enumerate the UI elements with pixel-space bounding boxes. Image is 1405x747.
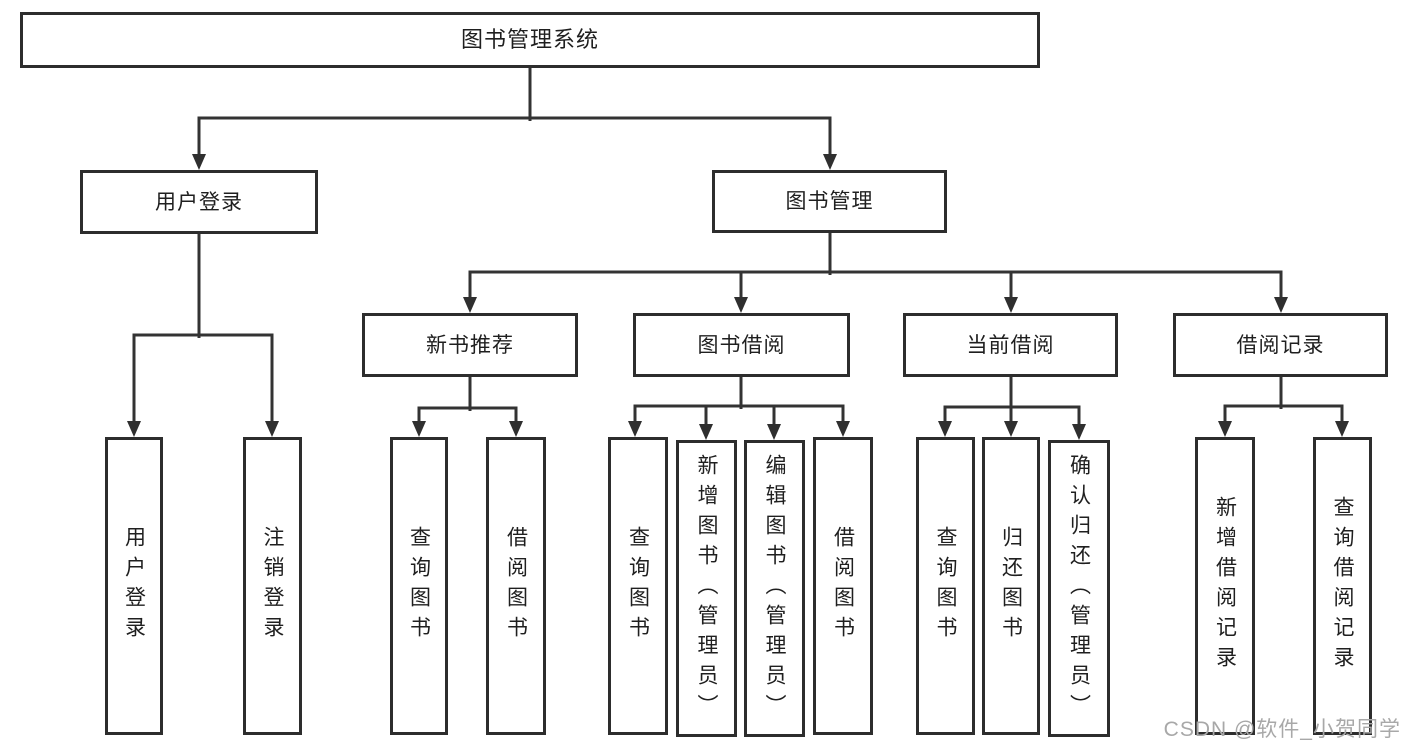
arrowhead-new-book-rec xyxy=(463,297,477,313)
connector-current-borrow-rail xyxy=(943,405,1081,425)
node-login: 用户登录 xyxy=(105,437,163,735)
arrowhead-nb-query xyxy=(412,421,426,437)
node-cb-confirm: 确认归还（管理员） xyxy=(1048,440,1110,737)
node-bb-edit: 编辑图书（管理员） xyxy=(744,440,805,737)
node-new-book-rec: 新书推荐 xyxy=(362,313,578,377)
arrowhead-cb-query xyxy=(938,421,952,437)
node-root: 图书管理系统 xyxy=(20,12,1040,68)
arrowhead-bb-borrow xyxy=(836,421,850,437)
node-nb-borrow: 借阅图书 xyxy=(486,437,546,735)
arrowhead-bb-add xyxy=(699,424,713,440)
connector-level2-rail xyxy=(197,116,832,158)
arrowhead-borrow-records xyxy=(1274,297,1288,313)
node-current-borrow: 当前借阅 xyxy=(903,313,1118,377)
arrowhead-cb-confirm xyxy=(1072,424,1086,440)
connector-user-login-rail xyxy=(132,333,274,425)
node-user-login: 用户登录 xyxy=(80,170,318,234)
connector-book-borrow-rail xyxy=(633,404,845,425)
arrowhead-book-mgmt xyxy=(823,154,837,170)
node-book-borrow: 图书借阅 xyxy=(633,313,850,377)
arrowhead-cb-return xyxy=(1004,421,1018,437)
arrowhead-br-add xyxy=(1218,421,1232,437)
arrowhead-br-query xyxy=(1335,421,1349,437)
arrowhead-book-borrow xyxy=(734,297,748,313)
node-bb-query: 查询图书 xyxy=(608,437,668,735)
node-logout: 注销登录 xyxy=(243,437,302,735)
node-cb-query: 查询图书 xyxy=(916,437,975,735)
node-br-add: 新增借阅记录 xyxy=(1195,437,1255,735)
node-cb-return: 归还图书 xyxy=(982,437,1040,735)
arrowhead-login xyxy=(127,421,141,437)
arrowhead-nb-borrow xyxy=(509,421,523,437)
arrowhead-current-borrow xyxy=(1004,297,1018,313)
node-bb-borrow: 借阅图书 xyxy=(813,437,873,735)
node-br-query: 查询借阅记录 xyxy=(1313,437,1372,735)
csdn-watermark: CSDN @软件_小贺同学 xyxy=(1163,718,1401,741)
node-borrow-records: 借阅记录 xyxy=(1173,313,1388,377)
arrowhead-logout xyxy=(265,421,279,437)
node-bb-add: 新增图书（管理员） xyxy=(676,440,737,737)
connector-level3-rail xyxy=(468,270,1283,301)
arrowhead-user-login xyxy=(192,154,206,170)
arrowhead-bb-edit xyxy=(767,424,781,440)
node-book-mgmt: 图书管理 xyxy=(712,170,947,233)
node-nb-query: 查询图书 xyxy=(390,437,448,735)
arrowhead-bb-query xyxy=(628,421,642,437)
connector-borrow-records-rail xyxy=(1223,404,1344,425)
connector-new-book-rec-rail xyxy=(417,406,518,425)
